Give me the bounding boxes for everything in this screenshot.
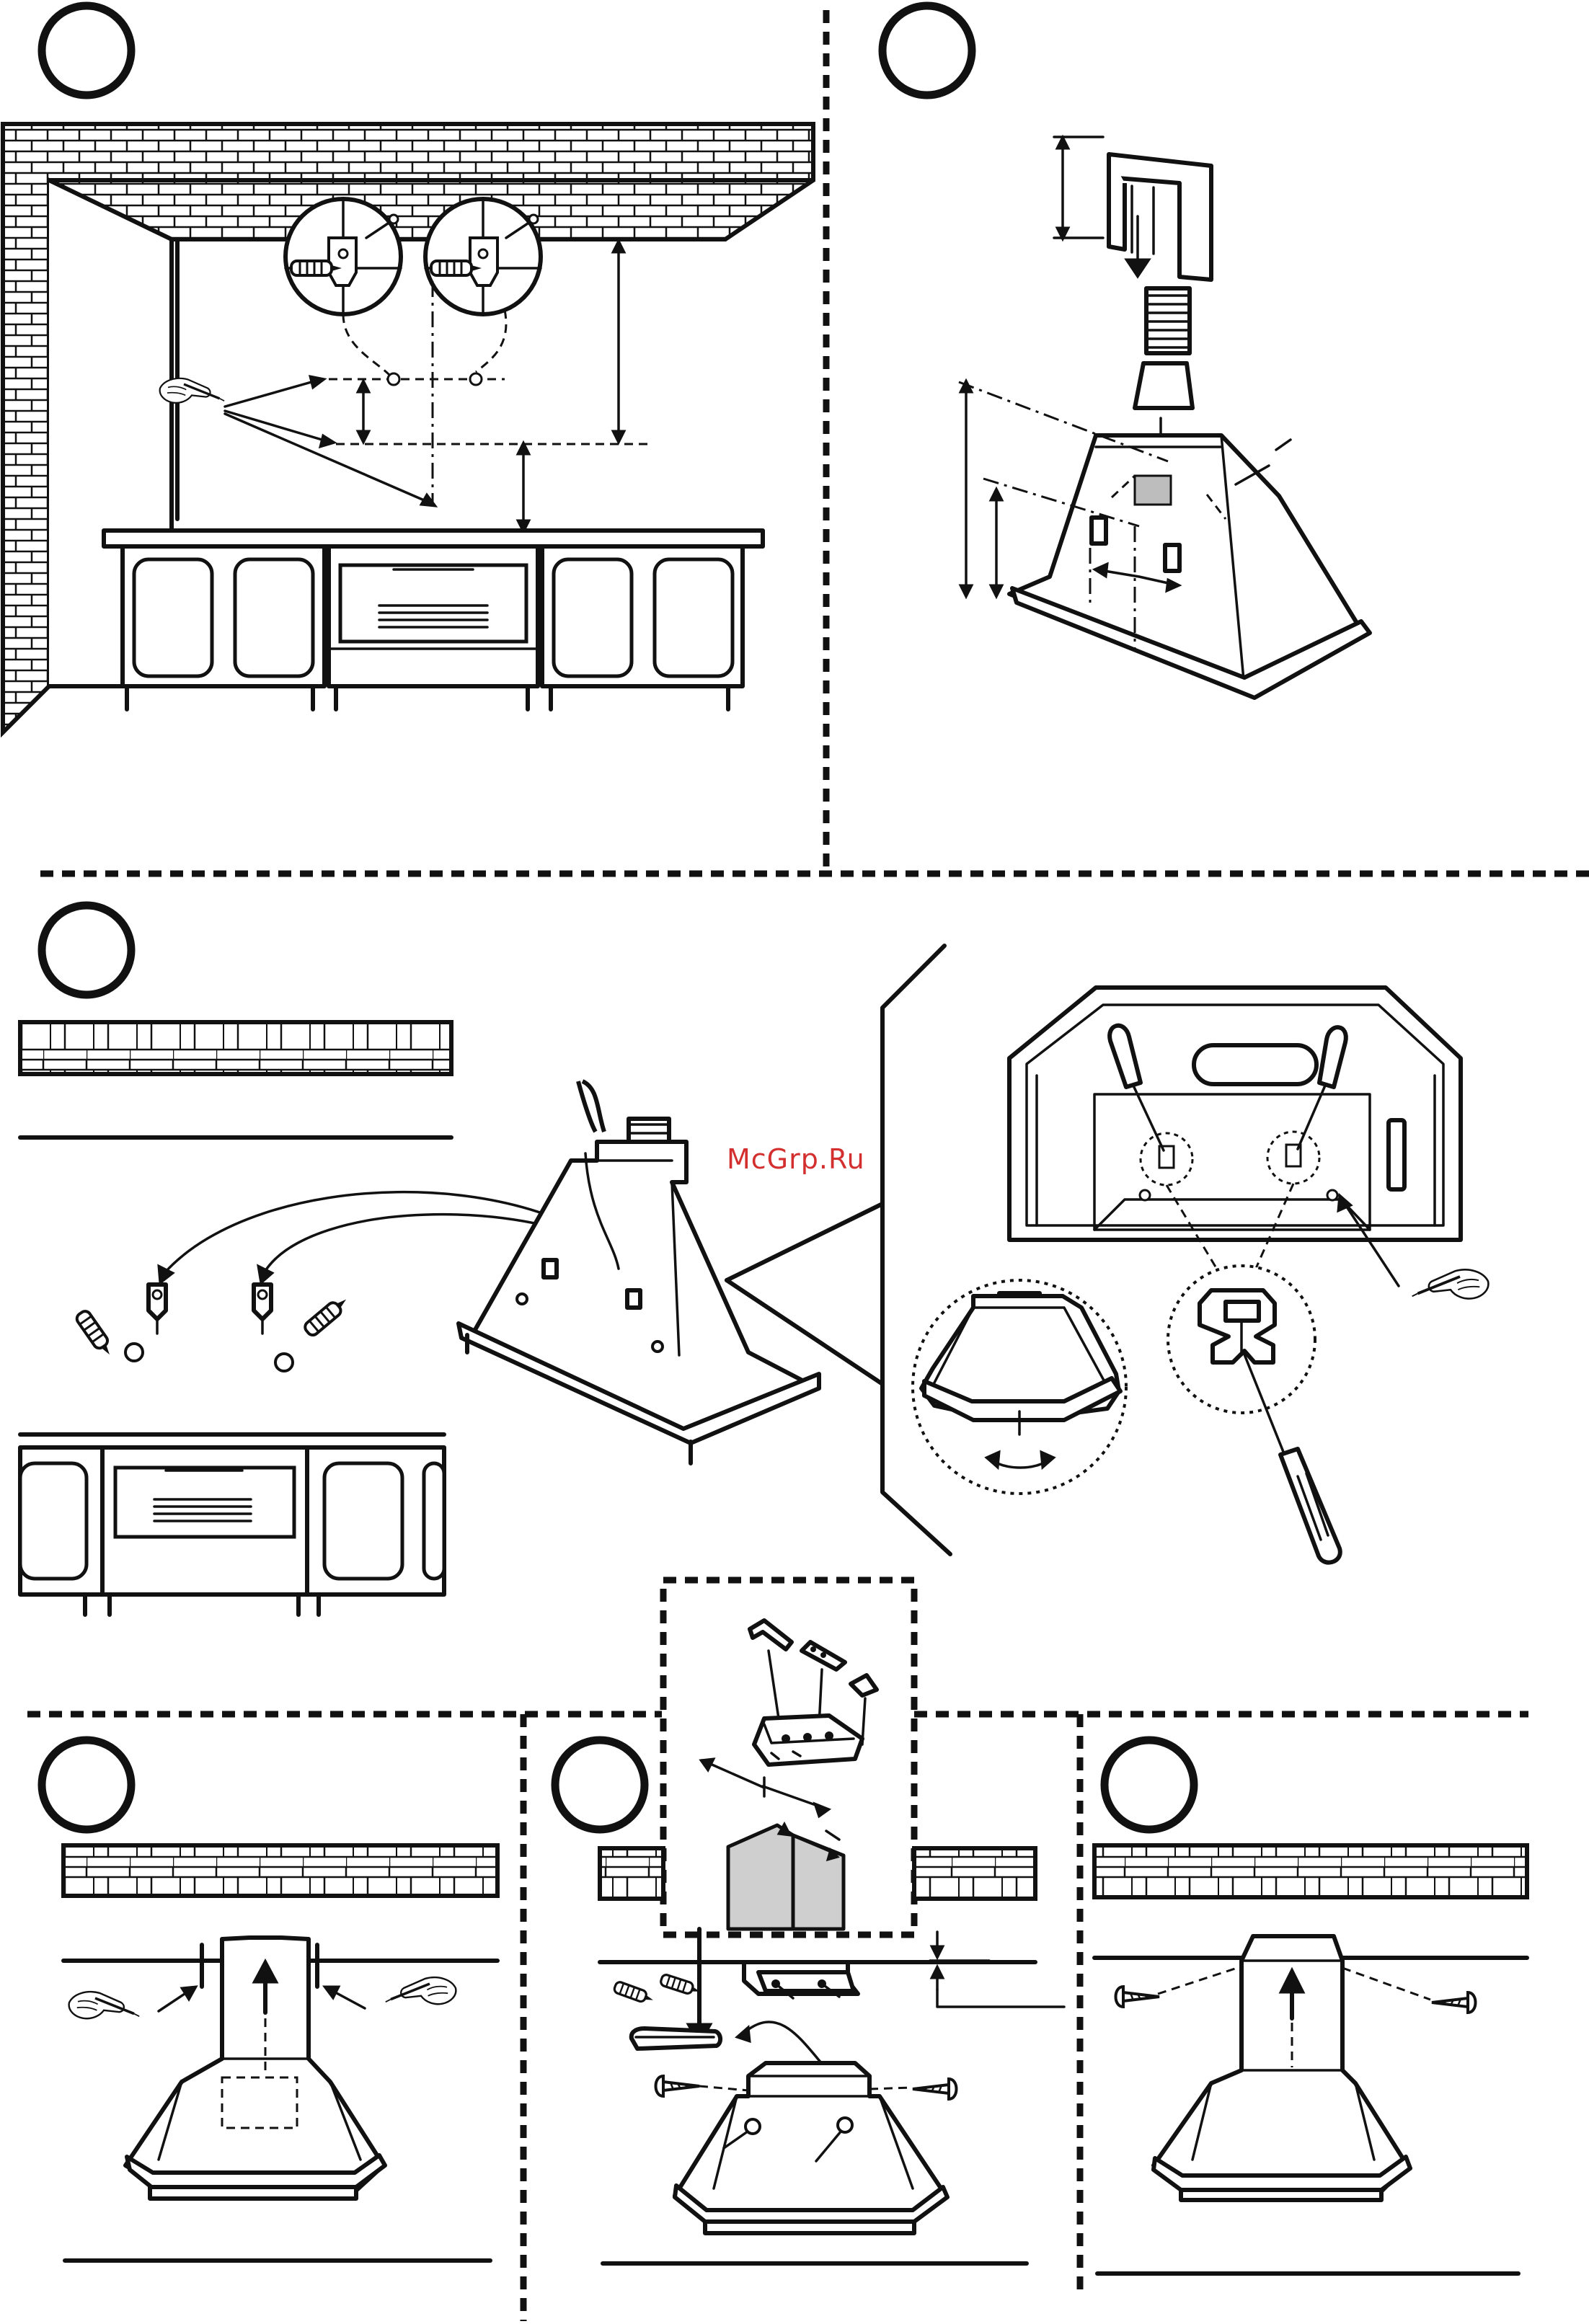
- hand-with-pencil-icon: [1412, 1269, 1489, 1298]
- step-marker-6: [1105, 1740, 1194, 1830]
- hand-with-pencil-icon: [69, 1992, 140, 2018]
- wall-plug-icon: [660, 1974, 701, 1997]
- bracket-icon: [149, 1285, 166, 1334]
- hand-with-pencil-icon: [160, 378, 224, 403]
- screw-icon: [913, 2079, 957, 2099]
- panel-3-bracket-fixing: [20, 946, 1488, 1615]
- wall-plug-icon: [303, 1294, 350, 1337]
- bracket-detail-right: [425, 199, 541, 314]
- panel-2-hood-ducting: [959, 137, 1370, 698]
- inset-chimney-bracket-kit: [701, 1620, 877, 1929]
- step-marker-1: [42, 6, 131, 95]
- wall-plug-icon: [75, 1309, 116, 1359]
- duct-pipe-icon: [1146, 288, 1190, 353]
- bracket-icon: [254, 1285, 271, 1334]
- step-marker-5: [555, 1740, 645, 1830]
- panel-4-chimney-marking: [63, 1845, 497, 2261]
- panel-1-wall-marking: [3, 124, 813, 732]
- screw-icon: [1116, 1987, 1160, 2007]
- hand-with-pencil-icon: [386, 1977, 456, 2004]
- screw-icon: [1432, 1992, 1476, 2013]
- bracket-detail-left: [286, 199, 401, 314]
- wall-plug-icon: [614, 1981, 655, 2005]
- step-marker-2: [882, 6, 972, 95]
- panel-6-chimney-screwing: [1094, 1845, 1527, 2274]
- screw-icon: [656, 2076, 700, 2096]
- step-marker-3: [42, 905, 131, 995]
- step-marker-4: [42, 1740, 131, 1830]
